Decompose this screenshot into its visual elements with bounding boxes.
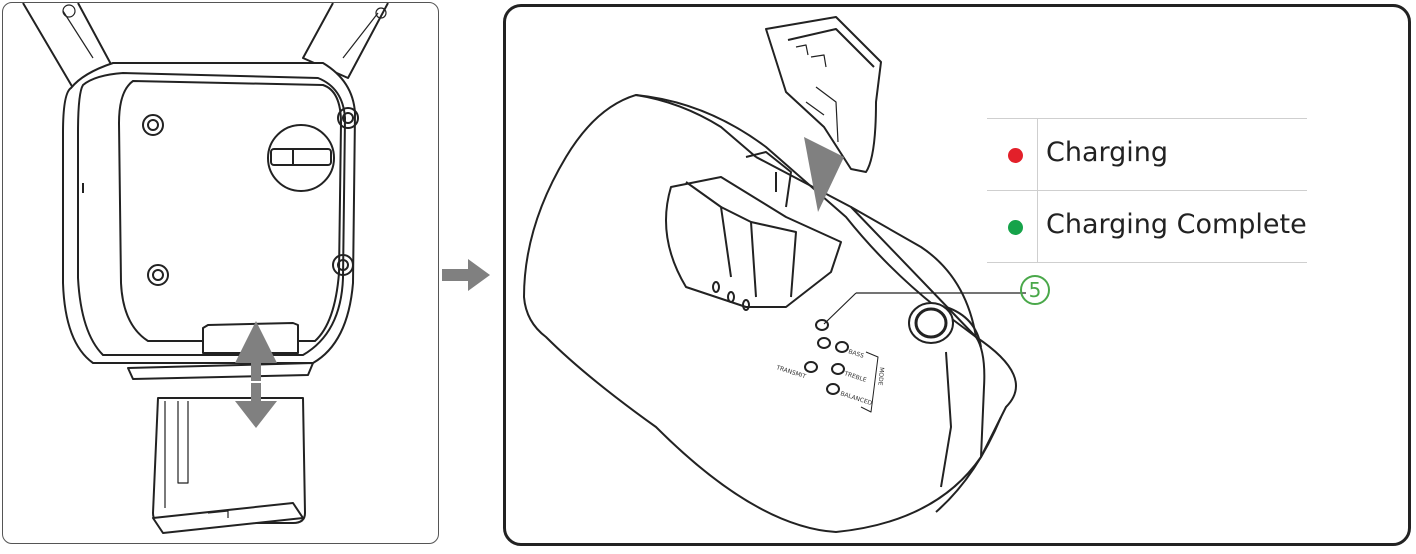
charging-base-illustration: TRANSMIT BASS TREBLE BALANCED MODE — [523, 16, 1026, 533]
insert-arrow — [804, 137, 844, 212]
legend-row-charging: Charging — [987, 118, 1307, 190]
legend-label-charging: Charging — [1046, 137, 1169, 168]
bass-label: BASS — [847, 348, 864, 360]
left-panel-receiver — [2, 2, 439, 544]
next-step-arrow — [442, 259, 490, 291]
callout-number-5: 5 — [1020, 275, 1050, 305]
legend-divider — [1037, 119, 1038, 190]
green-dot-icon — [1008, 220, 1023, 235]
red-dot-icon — [1008, 148, 1023, 163]
legend-row-charging-complete: Charging Complete — [987, 190, 1307, 263]
right-panel-charging-base: TRANSMIT BASS TREBLE BALANCED MODE — [503, 4, 1411, 546]
mode-label: MODE — [876, 367, 885, 386]
legend-label-charging-complete: Charging Complete — [1046, 209, 1307, 240]
legend-divider — [1037, 191, 1038, 262]
status-legend: Charging Charging Complete — [987, 118, 1307, 263]
insert-remove-arrow — [235, 321, 277, 428]
receiver-illustration — [22, 3, 389, 534]
